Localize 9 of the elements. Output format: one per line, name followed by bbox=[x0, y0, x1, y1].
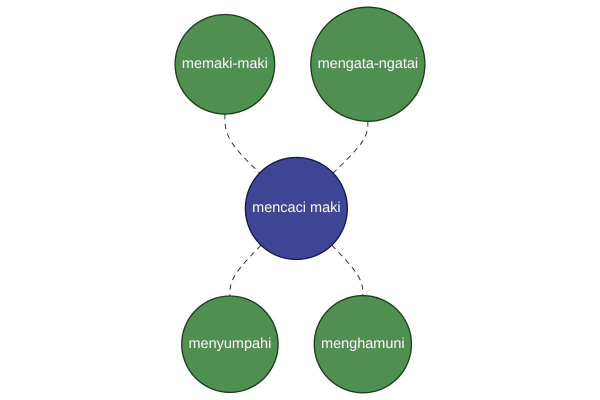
connector bbox=[224, 114, 260, 174]
connector bbox=[332, 120, 368, 174]
node-circle: mencaci maki bbox=[244, 156, 348, 260]
node-circle: memaki-maki bbox=[174, 14, 276, 115]
connector bbox=[331, 244, 364, 296]
node-circle: mengata-ngatai bbox=[310, 6, 426, 122]
node-circle: menyumpahi bbox=[181, 295, 279, 394]
connector bbox=[229, 244, 262, 296]
node-circle: menghamuni bbox=[314, 294, 412, 394]
